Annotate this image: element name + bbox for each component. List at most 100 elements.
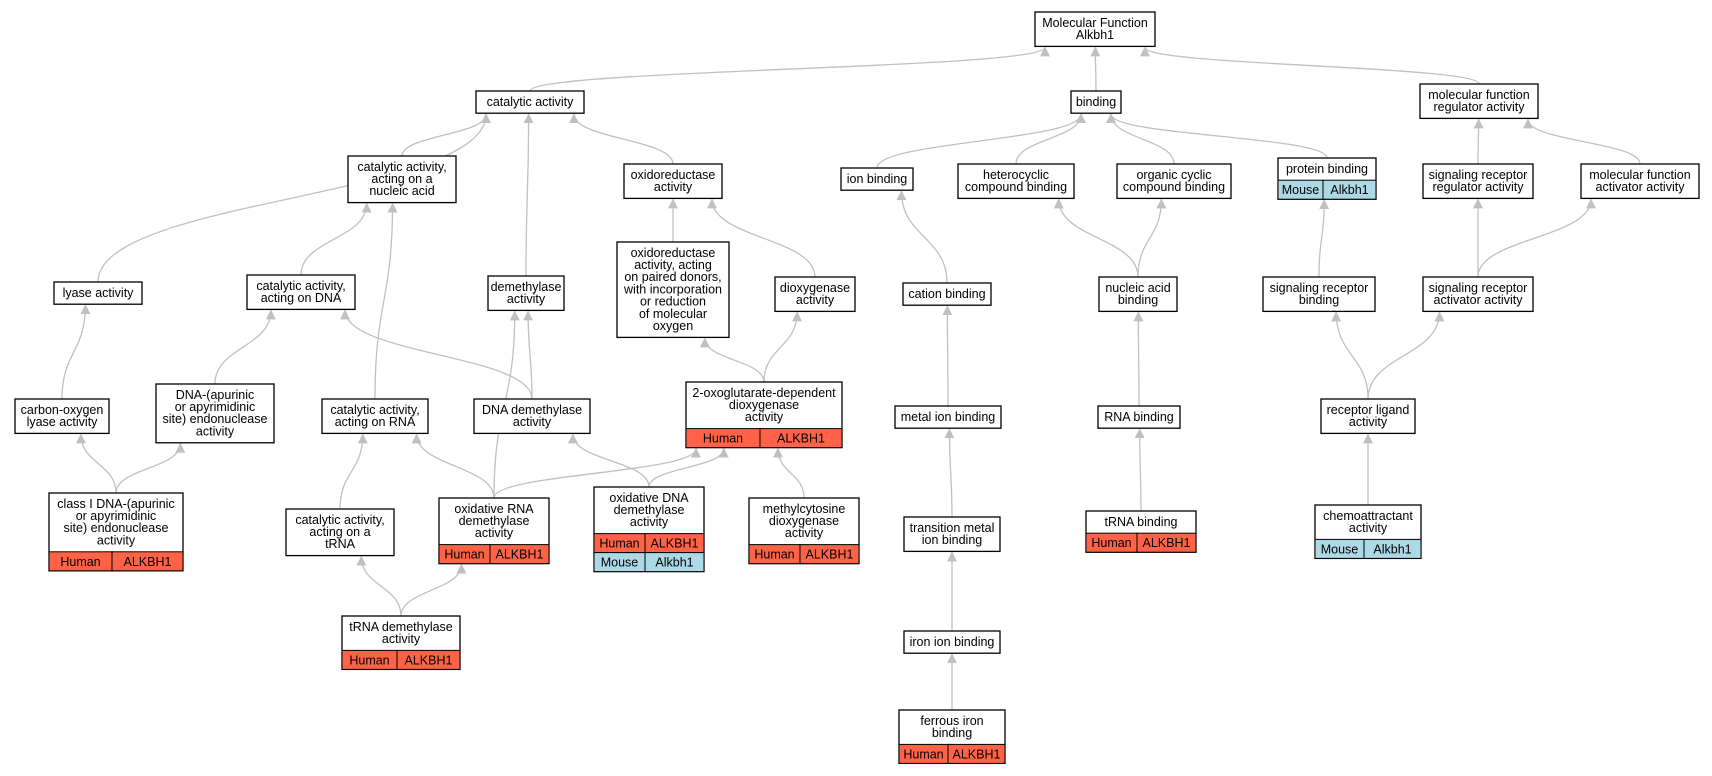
term-box [1419,83,1539,120]
term-label-line: activity [507,292,546,306]
go-term-ironion[interactable]: iron ion binding [903,630,1001,654]
go-term-ionb[interactable]: ion binding [840,167,914,191]
edge-oxido-to-catalytic [569,113,674,165]
term-box [774,276,856,313]
go-term-catrna[interactable]: catalytic activity,acting on RNA [321,398,429,435]
term-label-line: site) endonuclease [163,412,268,426]
edge-catalytic-to-root [529,46,1050,92]
term-box [1070,90,1122,114]
term-label-line: binding [1118,293,1158,307]
term-label-line: activity [654,180,693,194]
gene-cell [759,428,843,449]
term-label-line: ion binding [922,533,983,547]
term-box [155,383,275,444]
go-term-cationb[interactable]: cation binding [902,282,992,306]
term-box [475,90,585,114]
term-label-line: methylcytosine [763,502,846,516]
term-box [14,398,110,435]
term-label-line: activity [1349,415,1388,429]
term-label-line: catalytic activity, [256,279,345,293]
term-label-line: receptor ligand [1327,403,1410,417]
go-term-lyase[interactable]: lyase activity [53,281,143,305]
term-label-line: DNA-(apurinic [176,388,255,402]
term-label-line: heterocyclic [983,168,1049,182]
term-box [285,508,395,557]
term-box [347,155,457,204]
term-label-line: nucleic acid [1105,281,1170,295]
edge-metalion-to-cationb [942,305,953,407]
term-label-line: regulator activity [1432,180,1524,194]
term-box [1422,163,1534,200]
term-label-line: catalytic activity, [330,403,419,417]
term-label-line: activity [97,533,136,547]
organism-label: Human [599,537,639,551]
edge-oxdna-to-dnademeth [567,433,650,488]
term-label-line: acting on a [309,525,370,539]
edge-methcyt-to-twooxo [773,447,805,499]
gene-cell [111,551,184,572]
edge-rnab-to-nucacid [1133,311,1144,407]
term-label-line: activity [796,293,835,307]
go-term-twooxo[interactable]: 2-oxoglutarate-dependentdioxygenaseactiv… [685,381,843,449]
edge-trnademeth-to-cattrna [356,555,402,617]
go-term-binding[interactable]: binding [1070,90,1122,114]
go-term-catalytic[interactable]: catalytic activity [475,90,585,114]
edge-twooxo-to-dioxy [763,311,803,383]
term-label-line: activity, acting [634,258,712,272]
go-term-catdna[interactable]: catalytic activity,acting on DNA [246,274,356,311]
term-box [1320,398,1416,435]
term-box [1422,276,1534,313]
go-term-rnab[interactable]: RNA binding [1097,405,1181,429]
go-term-metalion[interactable]: metal ion binding [894,405,1002,429]
term-box [902,282,992,306]
term-label-line: activity [196,424,235,438]
organism-label: Human [1091,536,1131,550]
term-label-line: tRNA binding [1105,515,1178,529]
term-label-line: signaling receptor [1429,168,1528,182]
term-box [616,241,730,339]
gene-cell [396,649,461,670]
term-box [903,516,1001,553]
gene-label: Alkbh1 [1373,542,1411,556]
term-label-line: molecular function [1428,88,1529,102]
edge-dioxy-to-oxido [707,198,816,278]
term-label-line: oxygen [653,319,693,333]
term-label-line: ion binding [847,172,908,186]
term-label-line: Alkbh1 [1076,28,1114,42]
gene-label: ALKBH1 [496,548,544,562]
edge-oxrna-to-catrna [411,433,495,499]
term-label-line: activity [1349,521,1388,535]
term-label-line: activity [785,526,824,540]
term-label-line: lyase activity [63,286,135,300]
